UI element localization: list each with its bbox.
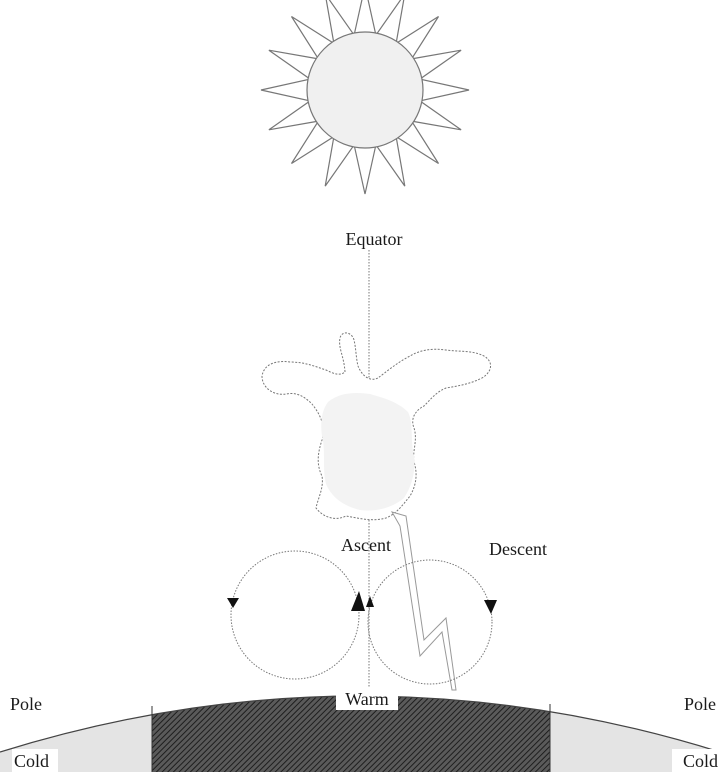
- ascent-arrow: [351, 591, 365, 611]
- ascent-label: Ascent: [341, 535, 391, 555]
- sun-icon: [261, 0, 469, 194]
- descent-label: Descent: [489, 539, 547, 559]
- right-circulation-cell: [368, 560, 492, 684]
- lightning-icon: [392, 512, 456, 690]
- left-circulation-cell: [231, 551, 359, 679]
- left-cell-arrow: [227, 598, 239, 608]
- descent-arrow: [484, 600, 497, 614]
- pole-label-right: Pole: [684, 694, 716, 714]
- equator-label: Equator: [346, 229, 403, 249]
- warm-label: Warm: [345, 689, 389, 709]
- cold-label-left: Cold: [14, 751, 49, 771]
- cold-label-right: Cold: [683, 751, 718, 771]
- pole-label-left: Pole: [10, 694, 42, 714]
- cloud-icon: [262, 333, 491, 520]
